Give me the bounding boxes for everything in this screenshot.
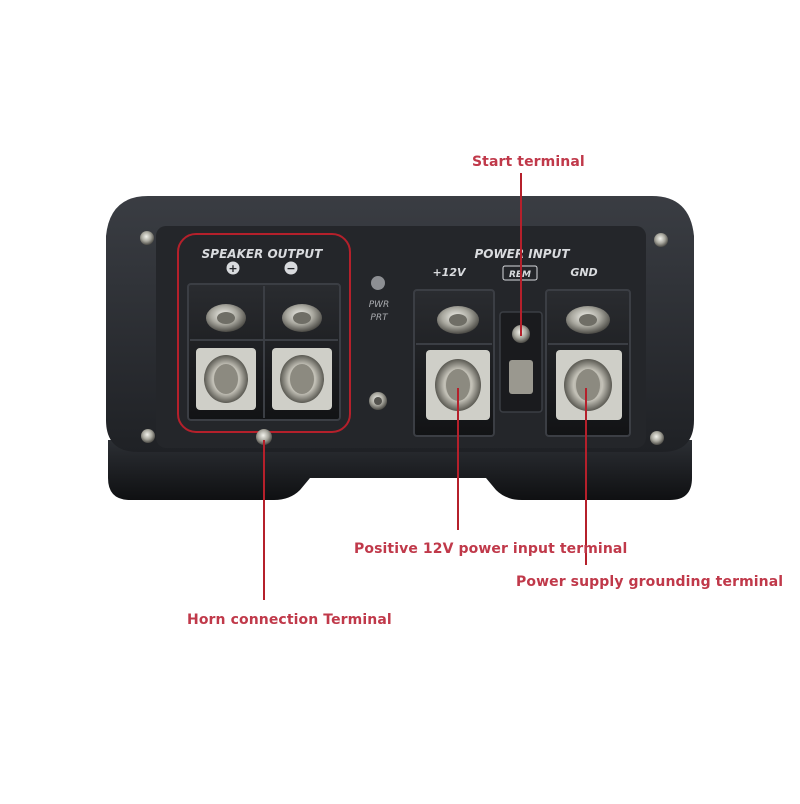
prt-label: PRT (370, 313, 389, 323)
speaker-plus-screw (206, 304, 246, 332)
horn-callout: Horn connection Terminal (187, 612, 392, 628)
start-terminal-callout: Start terminal (472, 154, 585, 170)
gnd-bore (556, 350, 622, 420)
plus-12v-screw (437, 306, 479, 334)
amplifier-base (108, 440, 692, 500)
corner-screws (140, 231, 668, 445)
gnd-screw (566, 306, 610, 334)
speaker-output-label: SPEAKER OUTPUT (202, 247, 324, 261)
plus-sign: + (228, 262, 237, 275)
rem-bore (509, 360, 533, 394)
pwr-led (371, 276, 385, 290)
gnd-label: GND (570, 266, 597, 279)
plus-badge (226, 261, 240, 275)
plus-12v-bore (426, 350, 490, 420)
grounding-callout: Power supply grounding terminal (516, 574, 784, 590)
plus-12v-label: +12V (432, 266, 467, 279)
speaker-minus-bore (272, 348, 332, 410)
horn-screw (256, 429, 272, 445)
pwr-label: PWR (369, 300, 390, 310)
power-input-label: POWER INPUT (474, 247, 570, 261)
minus-badge (284, 261, 298, 275)
minus-sign: − (286, 262, 295, 275)
speaker-plus-bore (196, 348, 256, 410)
positive-12v-callout: Positive 12V power input terminal (354, 541, 628, 557)
speaker-minus-screw (282, 304, 322, 332)
